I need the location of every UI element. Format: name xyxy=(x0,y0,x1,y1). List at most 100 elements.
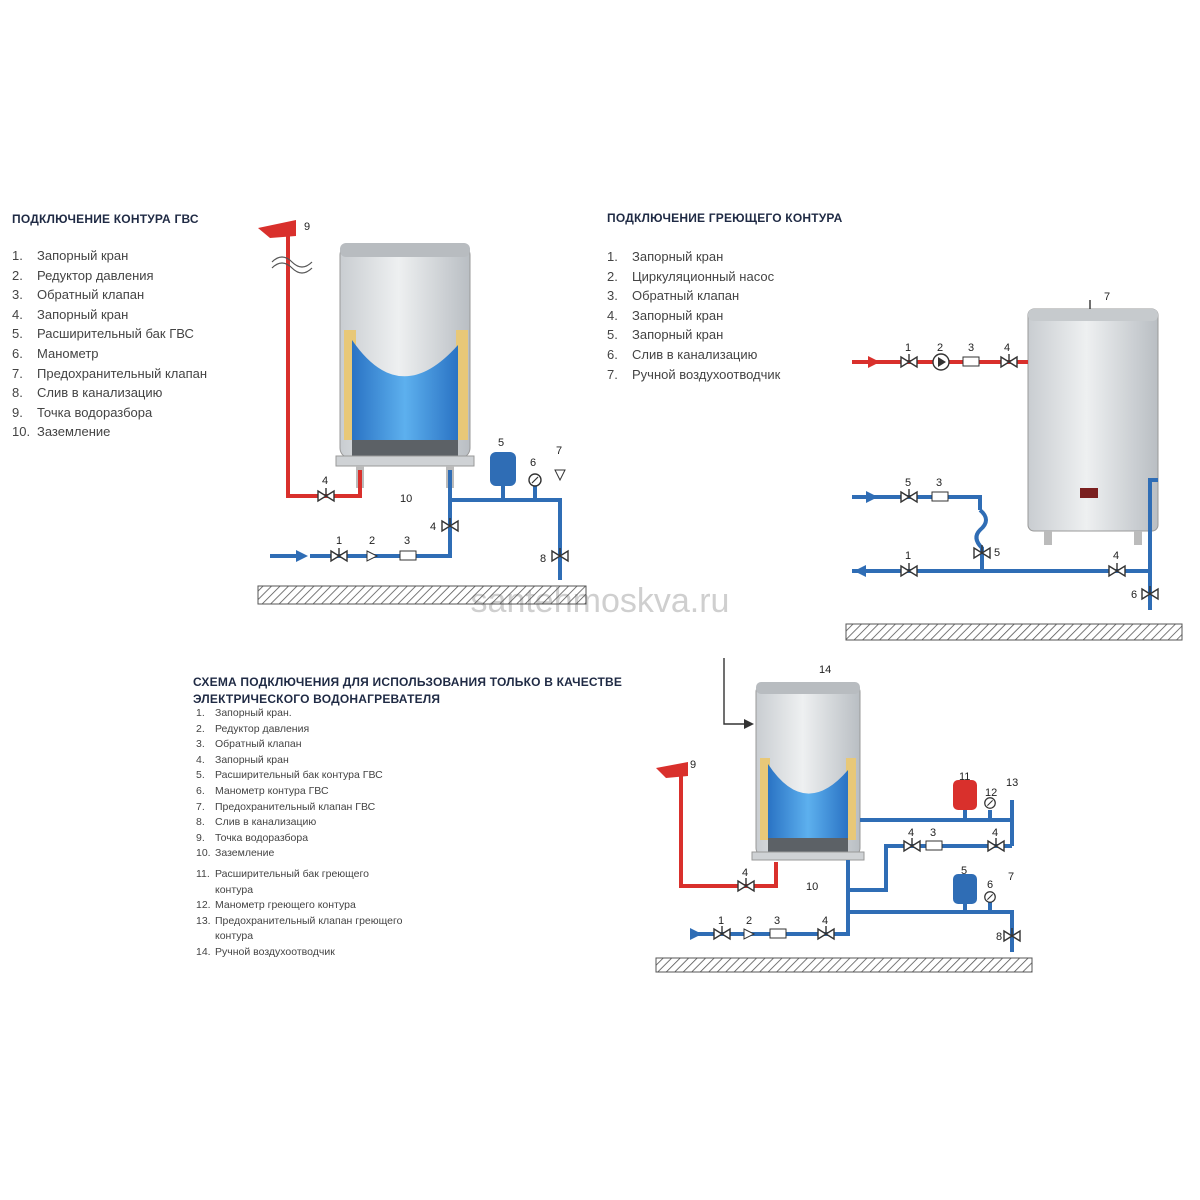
tap-icon xyxy=(258,220,296,238)
check-valve-icon xyxy=(931,491,949,502)
callout-9: 9 xyxy=(690,759,696,771)
safety-valve-icon xyxy=(554,469,566,482)
check-valve-icon xyxy=(769,928,787,939)
heating-diagram: 7 1 2 3 4 5 3 1 5 4 6 xyxy=(845,291,1183,641)
callout-2: 2 xyxy=(369,535,375,547)
callout-4: 4 xyxy=(1004,342,1010,354)
check-valve-icon xyxy=(399,550,417,561)
valve-icon xyxy=(1108,562,1126,577)
legend-item: 13.Предохранительный клапан греющего кон… xyxy=(196,914,403,943)
callout-6: 6 xyxy=(530,457,536,469)
legend-item: 8.Слив в канализацию xyxy=(12,385,163,401)
callout-14: 14 xyxy=(819,664,831,676)
callout-3: 3 xyxy=(930,827,936,839)
flow-arrow-icon xyxy=(296,550,308,562)
valve-icon xyxy=(817,925,835,940)
expansion-tank-icon xyxy=(490,452,516,486)
legend-item: 11.Расширительный бак греющего контура xyxy=(196,867,369,896)
callout-6: 6 xyxy=(987,879,993,891)
callout-5: 5 xyxy=(961,865,967,877)
legend-item: 2.Редуктор давления xyxy=(196,722,310,735)
callout-1: 1 xyxy=(336,535,342,547)
callout-6: 6 xyxy=(1131,589,1137,601)
legend-item: 3.Обратный клапан xyxy=(196,738,302,751)
legend-item: 14.Ручной воздухоотводчик xyxy=(196,945,335,958)
legend-item: 9.Точка водоразбора xyxy=(196,831,309,844)
legend-item: 6.Манометр xyxy=(12,345,99,361)
valve-icon xyxy=(987,837,1005,852)
legend-item: 7.Ручной воздухоотводчик xyxy=(607,366,781,382)
tap-icon xyxy=(656,762,688,778)
callout-5: 5 xyxy=(498,437,504,449)
callout-4: 4 xyxy=(430,521,436,533)
boiler-tank xyxy=(335,243,475,488)
callout-13: 13 xyxy=(1006,777,1018,789)
callout-10: 10 xyxy=(400,493,412,505)
boiler-tank xyxy=(751,682,865,861)
callout-3: 3 xyxy=(404,535,410,547)
callout-1: 1 xyxy=(905,550,911,562)
callout-4: 4 xyxy=(908,827,914,839)
valve-icon xyxy=(317,487,335,502)
flow-arrow-icon xyxy=(866,491,878,503)
pressure-gauge-icon xyxy=(528,473,542,487)
legend-item: 9.Точка водоразбора xyxy=(12,404,153,420)
legend-item: 1.Запорный кран xyxy=(607,249,724,264)
electric-section-title: СХЕМА ПОДКЛЮЧЕНИЯ ДЛЯ ИСПОЛЬЗОВАНИЯ ТОЛЬ… xyxy=(193,675,623,706)
valve-icon xyxy=(330,547,348,562)
reducer-icon xyxy=(366,550,379,562)
callout-4: 4 xyxy=(1113,550,1119,562)
pressure-gauge-icon xyxy=(984,797,996,809)
callout-8: 8 xyxy=(540,553,546,565)
ground-hatch xyxy=(257,585,587,605)
callout-4: 4 xyxy=(322,475,328,487)
legend-item: 1.Запорный кран xyxy=(12,248,129,263)
callout-2: 2 xyxy=(746,915,752,927)
check-valve-icon xyxy=(962,356,980,367)
legend-item: 6.Слив в канализацию xyxy=(607,346,758,362)
legend-item: 1.Запорный кран. xyxy=(196,707,292,719)
callout-5: 5 xyxy=(994,547,1000,559)
callout-1: 1 xyxy=(905,342,911,354)
flow-arrow-icon xyxy=(690,928,702,940)
electric-only-diagram: 14 9 11 12 13 4 3 4 4 10 5 6 7 1 2 3 4 8 xyxy=(655,658,1033,973)
callout-7: 7 xyxy=(556,445,562,457)
electric-legend: 1.Запорный кран. 2.Редуктор давления 3.О… xyxy=(196,706,405,961)
valve-icon xyxy=(903,837,921,852)
legend-item: 12.Манометр греющего контура xyxy=(196,899,356,912)
expansion-tank-icon xyxy=(953,874,977,904)
reducer-icon xyxy=(743,928,756,940)
dhw-diagram: 9 4 10 5 6 7 4 1 2 3 8 xyxy=(257,220,587,605)
callout-9: 9 xyxy=(304,221,310,233)
callout-3: 3 xyxy=(936,477,942,489)
legend-item: 4.Запорный кран xyxy=(607,307,724,323)
valve-icon xyxy=(900,488,918,503)
legend-item: 10.Заземление xyxy=(12,424,111,440)
logo xyxy=(1080,488,1098,498)
flow-arrow-icon xyxy=(868,356,880,368)
legend-item: 3.Обратный клапан xyxy=(607,288,740,304)
check-valve-icon xyxy=(925,840,943,851)
callout-2: 2 xyxy=(937,342,943,354)
callout-1: 1 xyxy=(718,915,724,927)
ground-hatch xyxy=(655,957,1033,973)
legend-item: 4.Запорный кран xyxy=(196,753,289,766)
legend-item: 7.Предохранительный клапан xyxy=(12,365,208,381)
expansion-tank-icon xyxy=(953,780,977,810)
callout-3: 3 xyxy=(968,342,974,354)
dhw-legend: 1.Запорный кран 2.Редуктор давления 3.Об… xyxy=(12,246,207,442)
legend-item: 6.Манометр контура ГВС xyxy=(196,784,329,797)
callout-4: 4 xyxy=(992,827,998,839)
valve-icon xyxy=(1000,353,1018,368)
legend-item: 10.Заземление xyxy=(196,847,275,860)
boiler-tank xyxy=(1027,308,1159,545)
callout-7: 7 xyxy=(1008,871,1014,883)
callout-7: 7 xyxy=(1104,291,1110,303)
callout-8: 8 xyxy=(996,931,1002,943)
heating-legend: 1.Запорный кран 2.Циркуляционный насос 3… xyxy=(607,247,780,384)
legend-item: 3.Обратный клапан xyxy=(12,287,145,303)
callout-12: 12 xyxy=(985,787,997,799)
legend-item: 5.Расширительный бак ГВС xyxy=(12,326,194,342)
valve-icon xyxy=(900,353,918,368)
